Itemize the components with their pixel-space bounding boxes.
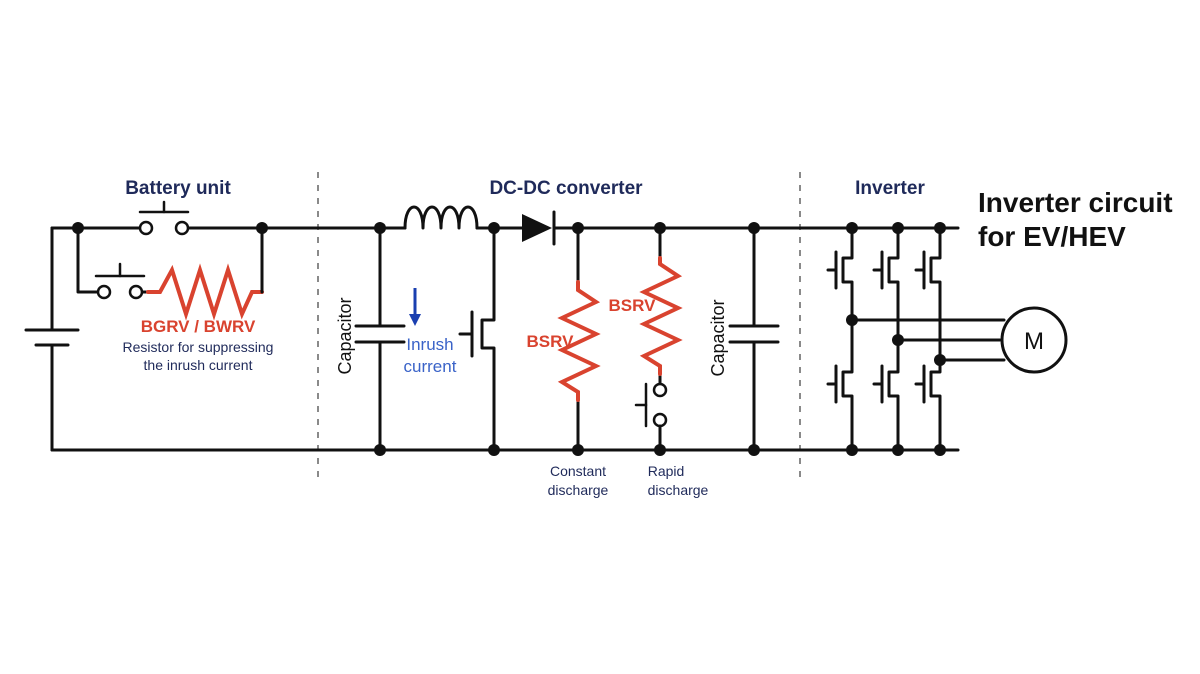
inverter-leg-2 [872, 222, 1002, 456]
constant-discharge-line-2: discharge [548, 482, 609, 498]
bsrv-label-rapid: BSRV [609, 296, 657, 315]
bgrv-desc-line-1: Resistor for suppressing [123, 339, 274, 355]
boost-transistor [480, 226, 496, 452]
title-line-2: for EV/HEV [978, 221, 1126, 252]
dcdc-converter [354, 205, 960, 456]
main-switch [138, 200, 190, 236]
bgrv-label: BGRV / BWRV [141, 317, 256, 336]
inverter-leg-3 [914, 222, 1006, 456]
bsrv-label-constant: BSRV [527, 332, 575, 351]
precharge-branch [76, 226, 154, 294]
inrush-label-line-2: current [404, 357, 457, 376]
motor-symbol [1000, 306, 1068, 374]
constant-discharge-line-1: Constant [550, 463, 606, 479]
section-label-inverter: Inverter [855, 178, 925, 199]
title-line-1: Inverter circuit [978, 187, 1173, 218]
rapid-discharge-line-2: discharge [648, 482, 709, 498]
motor-label: M [1024, 328, 1044, 355]
capacitor-label-output: Capacitor [708, 299, 728, 376]
inverter-leg-1 [826, 222, 1006, 456]
bgrv-desc-line-2: the inrush current [144, 357, 253, 373]
inverter [826, 222, 1068, 456]
section-label-dcdc: DC-DC converter [489, 178, 643, 199]
inrush-label-line-1: Inrush [406, 335, 453, 354]
bsrv-constant-resistor [557, 280, 601, 402]
battery-unit [24, 200, 960, 452]
diode [522, 210, 556, 246]
inductor [403, 205, 479, 230]
section-label-battery: Battery unit [125, 178, 231, 199]
bgrv-resistor [146, 263, 264, 321]
precharge-switch [94, 262, 146, 300]
inrush-arrow [409, 288, 421, 326]
bsrv-rapid-resistor [639, 256, 683, 376]
rapid-discharge-line-1: Rapid [648, 463, 685, 479]
rapid-discharge-switch [634, 382, 668, 428]
capacitor-label-input: Capacitor [335, 297, 355, 374]
